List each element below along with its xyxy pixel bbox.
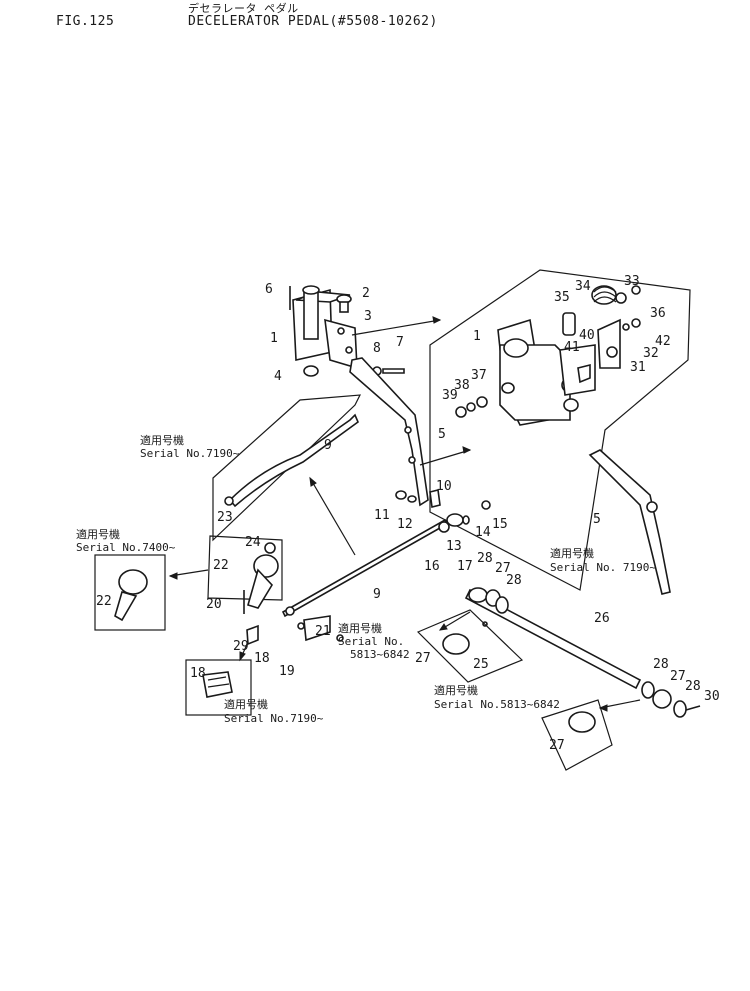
rod-9-serial-7190-box <box>212 394 362 542</box>
callout-4: 4 <box>274 369 282 384</box>
callout-39: 39 <box>442 388 458 403</box>
pedal-arm <box>349 357 429 507</box>
callout-37: 37 <box>471 368 487 383</box>
callout-20: 20 <box>206 597 222 612</box>
callout-30: 30 <box>704 689 720 704</box>
callout-18b: 18 <box>190 666 206 681</box>
callout-12: 12 <box>397 517 413 532</box>
callout-28c: 28 <box>653 657 669 672</box>
title-japanese: デセラレータ ペダル <box>188 2 299 15</box>
pedal-variant-7190 <box>588 449 671 595</box>
callout-31: 31 <box>630 360 646 375</box>
callout-28b: 28 <box>506 573 522 588</box>
callout-8: 8 <box>373 341 381 356</box>
note-bushing-jp: 適用号機 <box>434 683 478 697</box>
note-lever: Serial No.7400~ <box>76 541 176 554</box>
callout-5a: 5 <box>438 427 446 442</box>
bracket-variant-box <box>185 659 252 716</box>
callout-10: 10 <box>436 479 452 494</box>
callout-27d: 27 <box>549 738 565 753</box>
callout-5b: 5 <box>593 512 601 527</box>
figure-number: FIG.125 <box>56 14 115 29</box>
note-bracket: Serial No.7190~ <box>224 712 324 725</box>
figure-title: DECELERATOR PEDAL(#5508-10262) <box>188 14 438 29</box>
note-rod-jp: 適用号機 <box>140 433 184 447</box>
note-lever-jp: 適用号機 <box>76 527 120 541</box>
pedal-bracket-assembly <box>289 285 405 377</box>
note-rod: Serial No.7190~ <box>140 447 240 460</box>
callout-11: 11 <box>374 508 390 523</box>
callout-9b: 9 <box>373 587 381 602</box>
note-bushing: Serial No.5813~6842 <box>434 698 560 711</box>
note-rod9-jp: 適用号機 <box>338 621 382 635</box>
callout-24: 24 <box>245 535 261 550</box>
callout-28d: 28 <box>685 679 701 694</box>
callout-38: 38 <box>454 378 470 393</box>
bushing-detail-lower <box>541 699 613 771</box>
callout-1b: 1 <box>473 329 481 344</box>
callout-36: 36 <box>650 306 666 321</box>
pedal-shaft <box>464 587 701 718</box>
callout-22a: 22 <box>213 558 229 573</box>
callout-27a: 27 <box>495 561 511 576</box>
lever-variant-box <box>94 554 166 631</box>
callout-21: 21 <box>315 624 331 639</box>
callout-26: 26 <box>594 611 610 626</box>
callout-28a: 28 <box>477 551 493 566</box>
callout-25: 25 <box>473 657 489 672</box>
note-pedal: Serial No. 7190~ <box>550 561 656 574</box>
bushing-detail-upper <box>416 609 524 683</box>
bracket-detail-box <box>429 269 691 591</box>
callout-6: 6 <box>265 282 273 297</box>
callout-42: 42 <box>655 334 671 349</box>
callout-27b: 27 <box>415 651 431 666</box>
part-callouts: 6 2 3 1 8 7 4 5 9 10 11 12 13 14 15 16 1… <box>96 274 720 753</box>
callout-14: 14 <box>475 525 491 540</box>
callout-29: 29 <box>233 639 249 654</box>
callout-40: 40 <box>579 328 595 343</box>
note-rod9-b: 5813~6842 <box>350 648 410 661</box>
callout-23: 23 <box>217 510 233 525</box>
callout-34: 34 <box>575 279 591 294</box>
callout-16: 16 <box>424 559 440 574</box>
pivot-hardware <box>395 489 491 533</box>
callout-18a: 18 <box>254 651 270 666</box>
callout-1a: 1 <box>270 331 278 346</box>
callout-32: 32 <box>643 346 659 361</box>
callout-35: 35 <box>554 290 570 305</box>
note-rod9-a: Serial No. <box>338 635 404 648</box>
note-bracket-jp: 適用号機 <box>224 697 268 711</box>
serial-notes: 適用号機 Serial No.7190~ 適用号機 Serial No.7400… <box>76 433 656 725</box>
rod-9-long <box>281 518 449 618</box>
leader-arrows <box>168 316 641 712</box>
callout-33: 33 <box>624 274 640 289</box>
callout-27c: 27 <box>670 669 686 684</box>
callout-22b: 22 <box>96 594 112 609</box>
callout-2: 2 <box>362 286 370 301</box>
callout-19: 19 <box>279 664 295 679</box>
callout-17: 17 <box>457 559 473 574</box>
note-pedal-jp: 適用号機 <box>550 546 594 560</box>
callout-41: 41 <box>564 340 580 355</box>
callout-13: 13 <box>446 539 462 554</box>
callout-7: 7 <box>396 335 404 350</box>
callout-15: 15 <box>492 517 508 532</box>
lever-assembly <box>207 535 344 646</box>
callout-3: 3 <box>364 309 372 324</box>
callout-9a: 9 <box>324 438 332 453</box>
